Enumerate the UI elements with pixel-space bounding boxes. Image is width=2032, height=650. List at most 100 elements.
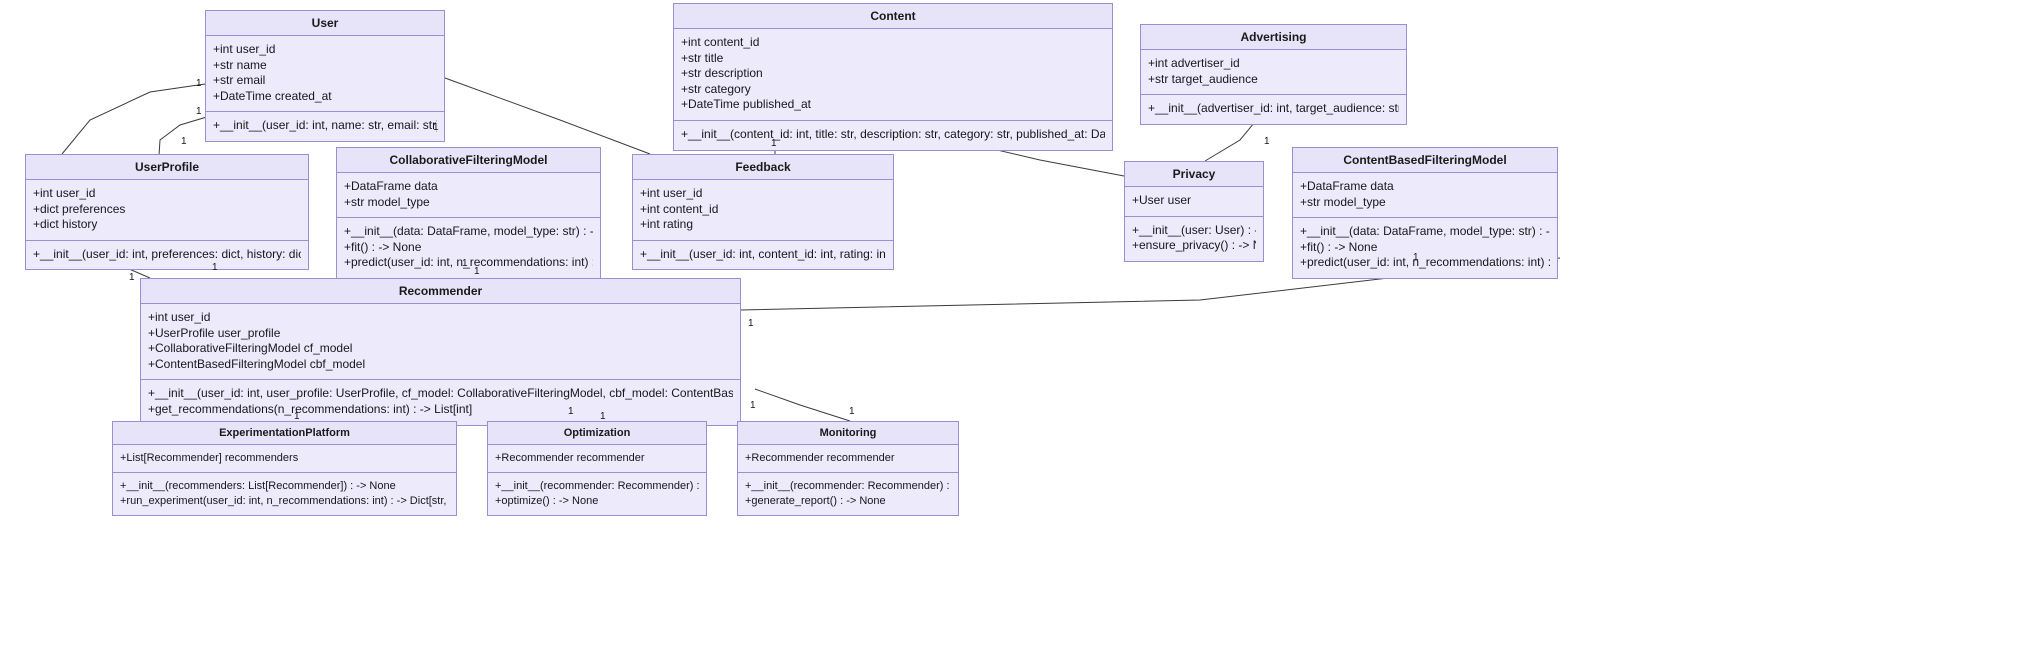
uml-method: +__init__(data: DataFrame, model_type: s…: [1300, 224, 1550, 239]
uml-class-title-recommender: Recommender: [141, 279, 740, 304]
uml-method: +predict(user_id: int, n_recommendations…: [1300, 255, 1550, 270]
uml-class-privacy[interactable]: Privacy +User user +__init__(user: User) :…: [1124, 161, 1264, 262]
uml-class-title-privacy: Privacy: [1125, 162, 1263, 187]
uml-method: +predict(user_id: int, n_recommendations…: [344, 255, 593, 270]
multiplicity-label: 1: [474, 266, 480, 277]
uml-class-attributes-feedback: +int user_id+int content_id+int rating: [633, 180, 893, 241]
uml-class-feedback[interactable]: Feedback+int user_id+int content_id+int …: [632, 154, 894, 271]
uml-class-methods-user: +__init__(user_id: int, name: str, email…: [206, 112, 444, 141]
uml-class-optimization[interactable]: Optimization+Recommender recommender+__i…: [487, 421, 707, 516]
uml-method: +fit() : -> None: [1300, 239, 1378, 254]
uml-method: +__init__(user: User) : -> None: [1132, 222, 1256, 237]
uml-attribute: +DataFrame data: [344, 179, 438, 193]
uml-attribute: +CollaborativeFilteringModel cf_model: [148, 341, 353, 356]
uml-method: +ensure_privacy() : -> None: [1132, 238, 1256, 253]
multiplicity-label: 1: [294, 411, 300, 422]
uml-class-attributes-content: +int content_id+str title+str descriptio…: [674, 29, 1112, 121]
uml-class-title-advertising: Advertising: [1141, 25, 1406, 50]
uml-class-title-cfmodel: CollaborativeFilteringModel: [337, 148, 600, 173]
uml-attribute: +User user: [1132, 193, 1192, 207]
uml-class-methods-advertising: +__init__(advertiser_id: int, target_aud…: [1141, 95, 1406, 124]
uml-attribute: +dict preferences: [33, 201, 126, 216]
uml-class-recommender[interactable]: Recommender +int user_id+UserProfile user…: [140, 278, 741, 426]
uml-class-cbfmodel[interactable]: ContentBasedFilteringModel+DataFrame dat…: [1292, 147, 1558, 279]
uml-class-title-userprofile: UserProfile: [26, 155, 308, 180]
uml-attribute: +int user_id: [213, 42, 276, 56]
multiplicity-label: 1: [1264, 136, 1270, 147]
uml-class-title-cbfmodel: ContentBasedFilteringModel: [1293, 148, 1557, 173]
multiplicity-label: 1: [600, 411, 606, 422]
multiplicity-label: 1: [212, 262, 218, 273]
uml-attribute: +int advertiser_id: [1148, 56, 1240, 70]
uml-method: +__init__(content_id: int, title: str, d…: [681, 126, 1105, 141]
uml-method: +__init__(user_id: int, content_id: int,…: [640, 246, 886, 261]
multiplicity-label: 1: [462, 258, 468, 269]
multiplicity-label: 1: [750, 400, 756, 411]
uml-attribute: +List[Recommender] recommenders: [120, 452, 299, 464]
multiplicity-label: 1: [129, 272, 135, 283]
uml-method: +run_experiment(user_id: int, n_recommen…: [120, 494, 449, 507]
uml-class-attributes-user: +int user_id+str name+str email+DateTime…: [206, 36, 444, 113]
multiplicity-label: 1: [849, 406, 855, 417]
uml-class-cfmodel[interactable]: CollaborativeFilteringModel+DataFrame da…: [336, 147, 601, 279]
uml-method: +__init__(user_id: int, user_profile: Us…: [148, 386, 733, 401]
multiplicity-label: 1: [771, 138, 777, 149]
uml-class-attributes-privacy: +User user: [1125, 187, 1263, 217]
uml-attribute: +int rating: [640, 217, 694, 232]
uml-attribute: +UserProfile user_profile: [148, 325, 281, 340]
uml-attribute: +ContentBasedFilteringModel cbf_model: [148, 356, 366, 371]
uml-class-attributes-userprofile: +int user_id+dict preferences+dict histo…: [26, 180, 308, 241]
uml-class-attributes-cfmodel: +DataFrame data+str model_type: [337, 173, 600, 219]
uml-attribute: +int user_id: [33, 186, 96, 200]
uml-class-attributes-monitoring: +Recommender recommender: [738, 445, 958, 474]
uml-class-userprofile[interactable]: UserProfile+int user_id+dict preferences…: [25, 154, 309, 271]
uml-class-monitoring[interactable]: Monitoring+Recommender recommender +__ini…: [737, 421, 959, 516]
uml-class-attributes-experimentationplatform: +List[Recommender] recommenders: [113, 445, 456, 474]
uml-attribute: +str name: [213, 57, 267, 72]
uml-class-methods-content: +__init__(content_id: int, title: str, d…: [674, 121, 1112, 150]
uml-attribute: +str model_type: [344, 194, 430, 209]
uml-attribute: +str model_type: [1300, 194, 1386, 209]
association-edge-recommender-monitoring: [754, 388, 851, 422]
uml-class-title-content: Content: [674, 4, 1112, 29]
uml-attribute: +str description: [681, 66, 763, 81]
uml-class-title-monitoring: Monitoring: [738, 422, 958, 445]
uml-class-advertising[interactable]: Advertising+int advertiser_id+str target…: [1140, 24, 1407, 125]
uml-attribute: +DateTime published_at: [681, 97, 811, 112]
uml-class-attributes-cbfmodel: +DataFrame data+str model_type: [1293, 173, 1557, 219]
uml-class-title-experimentationplatform: ExperimentationPlatform: [113, 422, 456, 445]
uml-attribute: +str email: [213, 73, 266, 88]
uml-method: +__init__(recommender: Recommender) : ->…: [745, 480, 951, 493]
uml-class-experimentationplatform[interactable]: ExperimentationPlatform +List[Recommender…: [112, 421, 457, 516]
uml-class-title-feedback: Feedback: [633, 155, 893, 180]
uml-class-user[interactable]: User+int user_id+str name+str email+Date…: [205, 10, 445, 142]
uml-method: +generate_report() : -> None: [745, 494, 886, 507]
uml-method: +get_recommendations(n_recommendations: …: [148, 401, 473, 416]
uml-attribute: +int content_id: [640, 201, 719, 216]
uml-method: +__init__(advertiser_id: int, target_aud…: [1148, 101, 1399, 116]
uml-class-methods-monitoring: +__init__(recommender: Recommender) : ->…: [738, 473, 958, 515]
uml-method: +fit() : -> None: [344, 239, 422, 254]
uml-attribute: +dict history: [33, 217, 98, 232]
uml-attribute: +str title: [681, 50, 724, 65]
uml-class-content[interactable]: Content+int content_id+str title+str des…: [673, 3, 1113, 151]
multiplicity-label: 1: [196, 106, 202, 117]
uml-class-methods-optimization: +__init__(recommender: Recommender) : ->…: [488, 473, 706, 515]
uml-attribute: +int user_id: [148, 310, 211, 324]
uml-method: +optimize() : -> None: [495, 494, 599, 507]
uml-class-title-user: User: [206, 11, 444, 36]
multiplicity-label: 1: [568, 406, 574, 417]
uml-class-methods-cbfmodel: +__init__(data: DataFrame, model_type: s…: [1293, 218, 1557, 278]
uml-attribute: +Recommender recommender: [495, 452, 645, 464]
multiplicity-label: 1: [1413, 252, 1419, 263]
uml-attribute: +DateTime created_at: [213, 88, 332, 103]
uml-method: +__init__(user_id: int, name: str, email…: [213, 118, 437, 133]
uml-method: +__init__(recommender: Recommender) : ->…: [495, 480, 699, 493]
uml-method: +__init__(recommenders: List[Recommender…: [120, 480, 396, 493]
multiplicity-label: 1: [181, 136, 187, 147]
uml-class-methods-userprofile: +__init__(user_id: int, preferences: dic…: [26, 241, 308, 270]
uml-class-attributes-optimization: +Recommender recommender: [488, 445, 706, 474]
uml-attribute: +DataFrame data: [1300, 179, 1394, 193]
uml-class-methods-feedback: +__init__(user_id: int, content_id: int,…: [633, 241, 893, 270]
